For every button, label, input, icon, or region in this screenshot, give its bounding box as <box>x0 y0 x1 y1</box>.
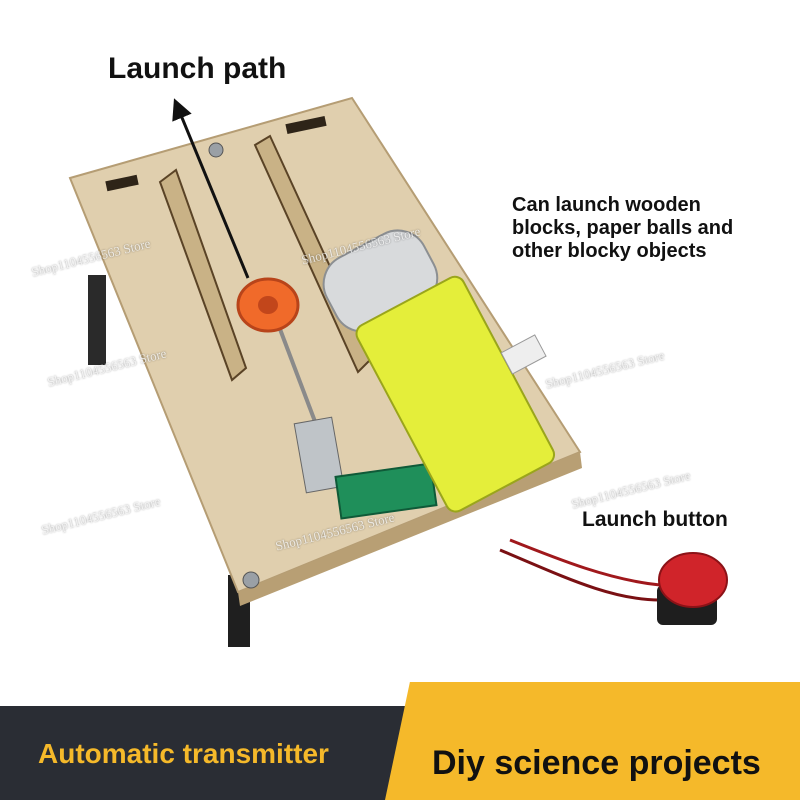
board-slot <box>105 174 139 192</box>
rail-wall-left <box>158 168 248 382</box>
red-wire <box>499 548 661 602</box>
green-trigger-block <box>334 462 438 520</box>
launch-button-label: Launch button <box>582 508 728 531</box>
launch-path-arrow <box>172 98 250 279</box>
description-line: other blocky objects <box>512 240 707 262</box>
striker-hub <box>258 296 278 314</box>
banner-left-title: Automatic transmitter <box>38 738 329 769</box>
screw <box>242 571 260 589</box>
red-launch-button <box>658 552 728 608</box>
red-wire <box>509 538 661 587</box>
board-slot <box>285 115 327 135</box>
description-line: Can launch wooden <box>512 194 701 216</box>
banner-right-title: Diy science projects <box>432 744 761 782</box>
banner-left <box>0 706 405 800</box>
launch-description-label: Can launch wooden blocks, paper balls an… <box>512 194 792 263</box>
metal-bracket <box>293 416 345 494</box>
motor-shaft <box>500 334 547 375</box>
banner-right <box>385 682 800 800</box>
plywood-base <box>68 96 582 594</box>
wooden-leg <box>88 275 106 365</box>
screw <box>208 142 224 158</box>
launch-path-label: Launch path <box>108 52 287 85</box>
yellow-gear-motor <box>322 229 556 513</box>
description-line: blocks, paper balls and <box>512 217 734 239</box>
